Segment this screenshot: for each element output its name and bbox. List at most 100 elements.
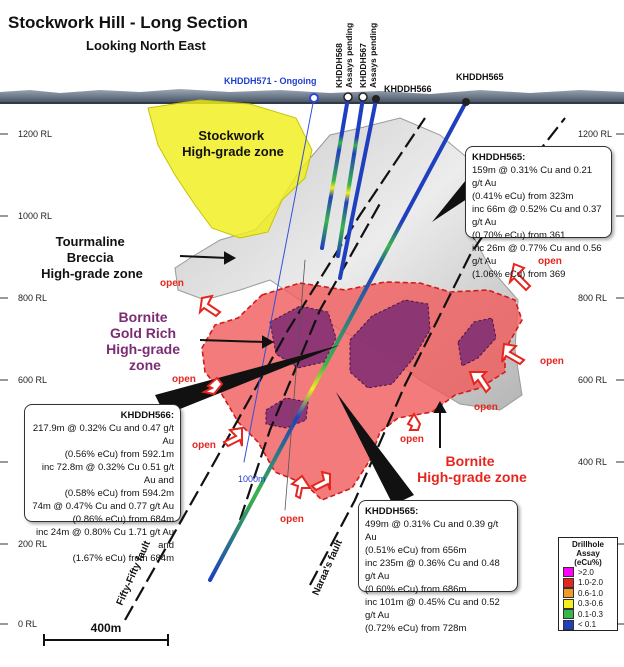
hole-label-khddh571: KHDDH571 - Ongoing [224, 76, 317, 86]
assay-legend: Drillhole Assay (eCu%) >2.0 1.0-2.0 0.6-… [558, 537, 618, 631]
collar-khddh566 [372, 95, 380, 103]
elev-label-1200-left: 1200 RL [18, 129, 52, 139]
elev-label-0-left: 0 RL [18, 619, 37, 629]
callout-khddh565-lower: KHDDH565: 499m @ 0.31% Cu and 0.39 g/t A… [358, 500, 518, 634]
open-label-3: open [540, 356, 564, 367]
callout-line: 74m @ 0.47% Cu and 0.77 g/t Au [32, 501, 174, 512]
hole-label-khddh566: KHDDH566 [384, 84, 432, 94]
depth-1000m-label: 1000m [238, 474, 266, 484]
elev-label-1000-left: 1000 RL [18, 211, 52, 221]
legend-swatch [563, 609, 574, 620]
collar-khddh565 [462, 98, 470, 106]
callout-line: inc 72.8m @ 0.32% Cu 0.51 g/t Au and [41, 462, 174, 486]
scale-bar [43, 634, 169, 646]
legend-swatch [563, 567, 574, 578]
legend-item: 0.6-1.0 [563, 588, 613, 599]
callout-line: (0.70% eCu) from 361 [472, 230, 566, 241]
callout-line: 499m @ 0.31% Cu and 0.39 g/t Au [365, 519, 499, 543]
legend-swatch [563, 577, 574, 588]
legend-label: < 0.1 [578, 620, 597, 630]
hole-label-khddh568: KHDDH568 [334, 43, 344, 88]
hole-label-khddh568-pending: Assays pending [344, 23, 354, 88]
open-label-4: open [172, 374, 196, 385]
elev-label-1200-right: 1200 RL [578, 129, 612, 139]
callout-line: (0.60% eCu) from 686m [365, 584, 467, 595]
bornite-gold-pod-3 [457, 317, 497, 367]
fault-lines [124, 117, 566, 621]
legend-item: 0.3-0.6 [563, 598, 613, 610]
legend-item: 0.1-0.3 [563, 609, 613, 620]
bornite-label: Bornite High-grade zone [417, 453, 527, 485]
tourmaline-label: Tourmaline Breccia High-grade zone [41, 234, 143, 281]
callout-title: KHDDH566: [120, 410, 174, 421]
open-label-1: open [538, 256, 562, 267]
callout-line: (1.67% eCu) from 684m [72, 553, 174, 564]
fault-label-naraa: Naraa's fault [311, 538, 346, 598]
callout-line: inc 24m @ 0.80% Cu 1.71 g/t Au and [36, 527, 174, 551]
scale-bar-label: 400m [91, 621, 122, 635]
label-arrows [179, 251, 447, 448]
bornite-gold-label: Bornite Gold Rich High-grade zone [106, 309, 184, 373]
callout-line: inc 101m @ 0.45% Cu and 0.52 g/t Au [365, 597, 500, 621]
legend-item: >2.0 [563, 567, 613, 578]
legend-title: Drillhole [571, 540, 604, 549]
open-label-2: open [160, 278, 184, 289]
bornite-gold-pod-2 [349, 299, 431, 389]
drillholes [208, 96, 468, 582]
open-arrows [198, 262, 532, 500]
hole-label-khddh565: KHDDH565 [456, 72, 504, 82]
legend-swatch [563, 588, 574, 599]
collar-khddh571 [309, 93, 319, 103]
callout-line: (0.51% eCu) from 656m [365, 545, 467, 556]
elev-label-800-right: 800 RL [578, 293, 607, 303]
callout-line: (0.41% eCu) from 323m [472, 191, 574, 202]
drillhole-khddh571 [243, 97, 315, 463]
elev-label-200-left: 200 RL [18, 539, 47, 549]
stockwork-label: Stockwork High-grade zone [182, 128, 284, 159]
drillhole-trace-thin [284, 259, 306, 511]
legend-label: 0.3-0.6 [578, 599, 603, 609]
legend-label: 0.6-1.0 [578, 588, 603, 598]
collar-khddh567 [358, 92, 368, 102]
callout-line: (0.56% eCu) from 592.1m [64, 449, 174, 460]
drillhole-khddh567 [336, 96, 365, 258]
callout-title: KHDDH565: [472, 152, 526, 163]
callout-line: inc 26m @ 0.77% Cu and 0.56 g/t Au [472, 243, 602, 267]
legend-label: >2.0 [578, 567, 594, 577]
legend-item: < 0.1 [563, 619, 613, 631]
callout-title: KHDDH565: [365, 506, 419, 517]
callout-khddh566: KHDDH566: 217.9m @ 0.32% Cu and 0.47 g/t… [24, 404, 181, 564]
open-label-5: open [474, 402, 498, 413]
page-title: Stockwork Hill - Long Section [8, 13, 248, 32]
callout-line: 217.9m @ 0.32% Cu and 0.47 g/t Au [32, 423, 174, 447]
callout-khddh565-upper: KHDDH565: 159m @ 0.31% Cu and 0.21 g/t A… [465, 146, 612, 280]
legend-item: 1.0-2.0 [563, 577, 613, 589]
hole-label-khddh567-pending: Assays pending [368, 23, 378, 88]
callout-line: inc 235m @ 0.36% Cu and 0.48 g/t Au [365, 558, 500, 582]
callout-line: (0.86% eCu) from 684m [72, 514, 174, 525]
hole-label-khddh567: KHDDH567 [358, 43, 368, 88]
legend-subtitle: Assay (eCu%) [574, 549, 602, 567]
elev-label-800-left: 800 RL [18, 293, 47, 303]
callout-line: (1.06% eCu) from 369 [472, 269, 566, 280]
open-label-8: open [280, 514, 304, 525]
elev-label-400-right: 400 RL [578, 457, 607, 467]
drillhole-khddh568 [320, 96, 350, 250]
callout-line: (0.72% eCu) from 728m [365, 623, 467, 634]
page-subtitle: Looking North East [86, 38, 207, 53]
collar-khddh568 [343, 92, 353, 102]
drillhole-khddh565 [208, 100, 468, 582]
legend-label: 0.1-0.3 [578, 609, 603, 619]
open-label-7: open [400, 434, 424, 445]
drillhole-khddh566 [338, 98, 378, 280]
callout-line: 159m @ 0.31% Cu and 0.21 g/t Au [472, 165, 593, 189]
stockwork-zone [147, 99, 313, 239]
legend-swatch [563, 598, 574, 609]
elev-label-600-left: 600 RL [18, 375, 47, 385]
legend-swatch [563, 619, 574, 630]
legend-label: 1.0-2.0 [578, 578, 603, 588]
callout-line: (0.58% eCu) from 594.2m [64, 488, 174, 499]
callout-line: inc 66m @ 0.52% Cu and 0.37 g/t Au [472, 204, 602, 228]
